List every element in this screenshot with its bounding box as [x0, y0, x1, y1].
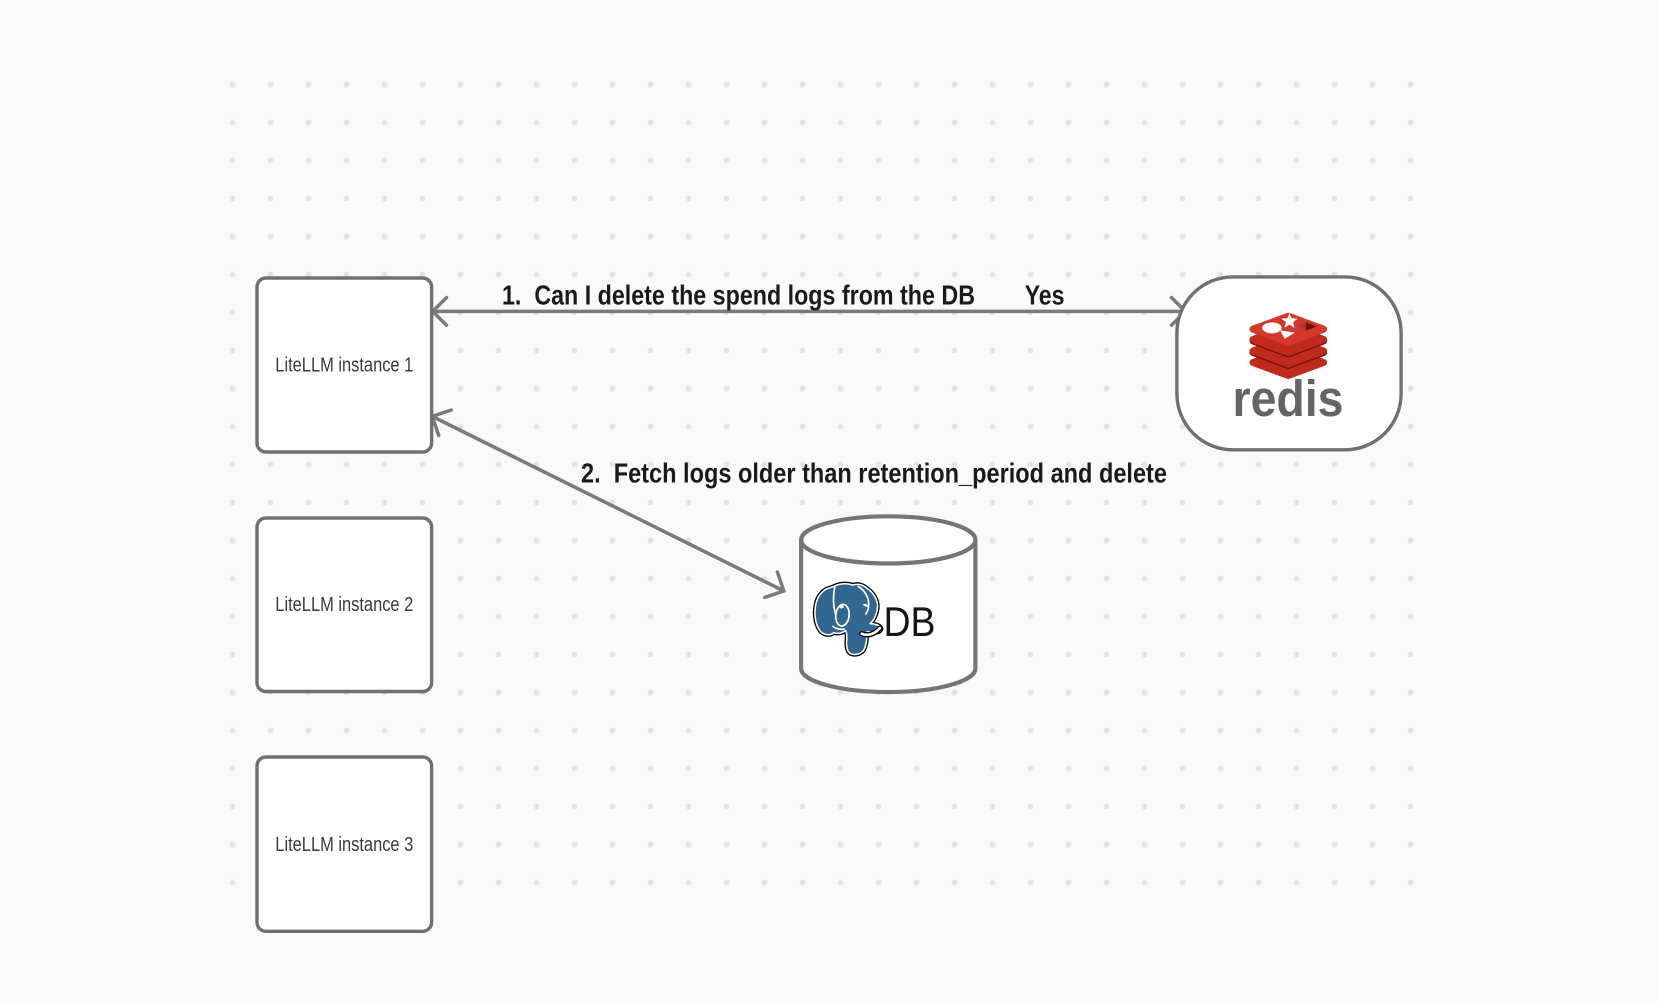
- svg-text:LiteLLM instance 1: LiteLLM instance 1: [275, 354, 413, 376]
- svg-text:2. Fetch logs older than rete: 2. Fetch logs older than retention_perio…: [581, 457, 1167, 488]
- svg-text:1. Can I delete the spend log: 1. Can I delete the spend logs from the …: [502, 280, 975, 311]
- svg-text:DB: DB: [884, 598, 936, 645]
- svg-text:LiteLLM instance 2: LiteLLM instance 2: [275, 594, 413, 616]
- svg-text:LiteLLM instance 3: LiteLLM instance 3: [275, 834, 413, 856]
- svg-text:redis: redis: [1233, 370, 1344, 427]
- svg-text:Yes: Yes: [1025, 279, 1065, 310]
